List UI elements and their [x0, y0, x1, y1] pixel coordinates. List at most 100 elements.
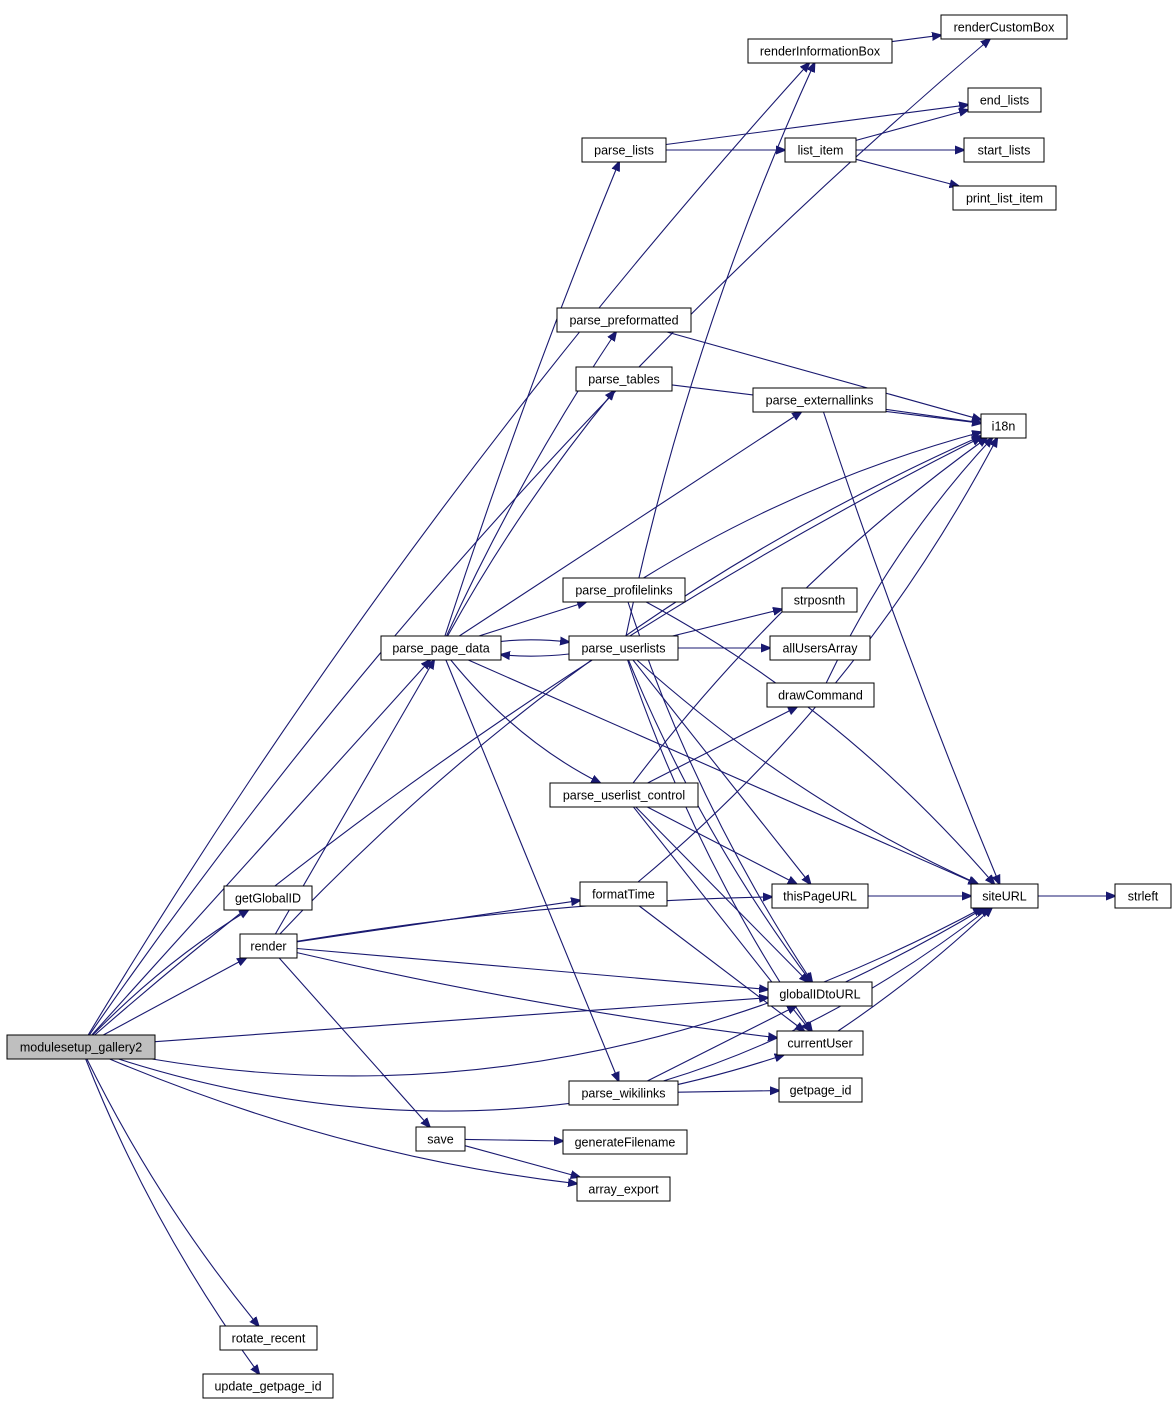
node-label: parse_tables [588, 373, 660, 387]
node-parse_lists[interactable]: parse_lists [581, 137, 667, 163]
edge-modulesetup_gallery2-to-globalIDtoURL [154, 998, 768, 1043]
node-formatTime[interactable]: formatTime [579, 881, 668, 907]
node-box [747, 38, 893, 64]
nodes-layer: modulesetup_gallery2 renderCustomBox rende… [6, 14, 1172, 1399]
node-renderInformationBox[interactable]: renderInformationBox [747, 38, 893, 64]
edge-parse_profilelinks-to-i18n [643, 432, 982, 579]
edge-parse_wikilinks-to-getpage_id [677, 1091, 779, 1093]
node-parse_userlists[interactable]: parse_userlists [568, 635, 679, 661]
node-label: renderCustomBox [954, 21, 1055, 35]
edge-parse_page_data-to-parse_wikilinks [445, 659, 619, 1081]
node-label: parse_page_data [392, 642, 489, 656]
node-strleft[interactable]: strleft [1114, 883, 1172, 909]
node-strposnth[interactable]: strposnth [781, 587, 858, 613]
node-label: i18n [992, 420, 1016, 434]
node-getpage_id[interactable]: getpage_id [778, 1077, 863, 1103]
node-parse_userlist_control[interactable]: parse_userlist_control [549, 782, 699, 808]
node-renderCustomBox[interactable]: renderCustomBox [940, 14, 1068, 40]
edge-parse_page_data-to-parse_externallinks [458, 412, 801, 637]
node-box [549, 782, 699, 808]
node-allUsersArray[interactable]: allUsersArray [769, 635, 871, 661]
node-box [202, 1373, 334, 1399]
node-siteURL[interactable]: siteURL [970, 883, 1039, 909]
node-label: thisPageURL [783, 890, 857, 904]
node-label: parse_userlists [581, 642, 665, 656]
node-box [963, 137, 1045, 163]
node-box [776, 1030, 864, 1056]
edge-modulesetup_gallery2-to-getGlobalID [92, 910, 249, 1036]
node-label: renderInformationBox [760, 45, 881, 59]
node-label: parse_userlist_control [563, 789, 685, 803]
node-generateFilename[interactable]: generateFilename [562, 1129, 688, 1155]
node-label: array_export [588, 1183, 659, 1197]
node-list_item[interactable]: list_item [784, 137, 857, 163]
node-box [380, 635, 502, 661]
node-label: globalIDtoURL [779, 988, 860, 1002]
node-parse_wikilinks[interactable]: parse_wikilinks [568, 1080, 679, 1106]
edge-parse_page_data-to-parse_userlists [500, 640, 569, 642]
edge-parse_userlists-to-strposnth [672, 609, 783, 637]
edge-modulesetup_gallery2-to-currentUser [118, 1055, 784, 1112]
edge-parse_userlist_control-to-thisPageURL [647, 806, 796, 884]
edge-parse_preformatted-to-i18n [666, 331, 981, 420]
edge-parse_userlists-to-renderInformationBox [625, 63, 815, 637]
edge-modulesetup_gallery2-to-parse_page_data [91, 660, 430, 1036]
node-label: render [250, 940, 286, 954]
edge-parse_wikilinks-to-siteURL [663, 908, 989, 1082]
node-save[interactable]: save [415, 1126, 466, 1152]
node-box [568, 635, 679, 661]
node-box [767, 981, 873, 1007]
node-label: parse_preformatted [569, 314, 678, 328]
node-render[interactable]: render [239, 933, 298, 959]
node-box [766, 682, 875, 708]
node-array_export[interactable]: array_export [576, 1176, 671, 1202]
node-box [581, 137, 667, 163]
node-drawCommand[interactable]: drawCommand [766, 682, 875, 708]
edge-parse_page_data-to-parse_lists [444, 162, 619, 637]
node-modulesetup_gallery2[interactable]: modulesetup_gallery2 [6, 1034, 156, 1060]
node-parse_profilelinks[interactable]: parse_profilelinks [562, 577, 686, 603]
edge-render-to-globalIDtoURL [296, 947, 768, 990]
node-print_list_item[interactable]: print_list_item [952, 185, 1057, 211]
node-label: print_list_item [966, 192, 1043, 206]
node-getGlobalID[interactable]: getGlobalID [223, 885, 313, 911]
node-rotate_recent[interactable]: rotate_recent [219, 1325, 318, 1351]
node-box [556, 307, 692, 333]
node-box [219, 1325, 318, 1351]
edge-render-to-formatTime [296, 900, 580, 943]
node-label: parse_lists [594, 144, 654, 158]
node-update_getpage_id[interactable]: update_getpage_id [202, 1373, 334, 1399]
edge-parse_userlist_control-to-drawCommand [647, 707, 797, 784]
node-box [579, 881, 668, 907]
edge-currentUser-to-siteURL [837, 908, 992, 1032]
node-label: parse_profilelinks [575, 584, 672, 598]
node-box [771, 883, 869, 909]
node-parse_externallinks[interactable]: parse_externallinks [752, 387, 887, 413]
edge-parse_userlists-to-siteURL [636, 659, 978, 884]
node-globalIDtoURL[interactable]: globalIDtoURL [767, 981, 873, 1007]
node-label: drawCommand [778, 689, 863, 703]
node-end_lists[interactable]: end_lists [967, 87, 1042, 113]
edge-globalIDtoURL-to-siteURL [845, 908, 985, 983]
node-currentUser[interactable]: currentUser [776, 1030, 864, 1056]
node-start_lists[interactable]: start_lists [963, 137, 1045, 163]
edge-formatTime-to-currentUser [638, 905, 804, 1031]
edge-parse_externallinks-to-siteURL [822, 411, 1000, 884]
edge-render-to-currentUser [296, 952, 777, 1038]
node-parse_preformatted[interactable]: parse_preformatted [556, 307, 692, 333]
node-box [784, 137, 857, 163]
edge-parse_page_data-to-parse_tables [447, 391, 614, 637]
node-box [568, 1080, 679, 1106]
node-i18n[interactable]: i18n [980, 413, 1027, 439]
edge-render-to-i18n [279, 436, 981, 935]
node-parse_page_data[interactable]: parse_page_data [380, 635, 502, 661]
node-box [415, 1126, 466, 1152]
edge-parse_page_data-to-parse_profilelinks [478, 602, 586, 637]
node-label: parse_wikilinks [581, 1087, 665, 1101]
edge-save-to-array_export [464, 1145, 580, 1177]
node-thisPageURL[interactable]: thisPageURL [771, 883, 869, 909]
node-parse_tables[interactable]: parse_tables [575, 366, 673, 392]
edge-parse_externallinks-to-i18n [885, 408, 981, 422]
edge-modulesetup_gallery2-to-siteURL [151, 908, 982, 1077]
edge-modulesetup_gallery2-to-render [103, 958, 246, 1036]
